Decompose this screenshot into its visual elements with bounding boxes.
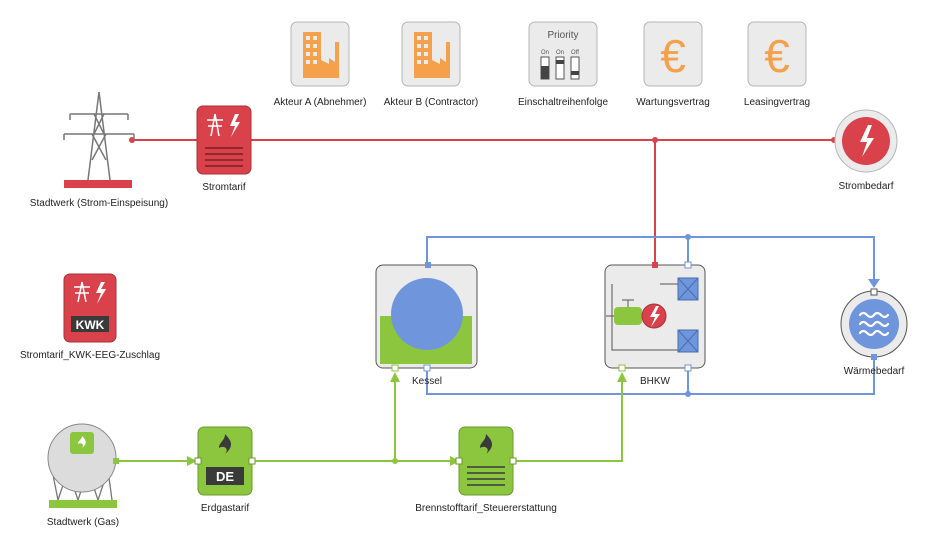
- electric-demand-icon[interactable]: [834, 109, 898, 173]
- bhkw-label: BHKW: [640, 376, 670, 387]
- leasing-euro-icon[interactable]: €: [747, 21, 807, 87]
- priority-label: Einschaltreihenfolge: [517, 97, 609, 108]
- heat-arrow: [868, 279, 880, 288]
- maintenance-euro-icon[interactable]: €: [643, 21, 703, 87]
- kwk-label: Stromtarif_KWK-EEG-Zuschlag: [19, 350, 161, 361]
- erdgastarif-label: Erdgastarif: [200, 503, 250, 514]
- heat-junctions: [685, 234, 691, 397]
- switch-3-label: Off: [571, 50, 579, 56]
- gas-lines: [118, 380, 623, 462]
- chp-icon[interactable]: [604, 261, 706, 372]
- svg-text:€: €: [660, 30, 686, 82]
- stromtarif-label: Stromtarif: [202, 182, 246, 193]
- fuel-tariff-icon[interactable]: [455, 426, 517, 496]
- brennstoff-label: Brennstofftarif_Steuererstattung: [415, 503, 557, 514]
- actor-a-icon[interactable]: [290, 21, 350, 87]
- switch-1-label: On: [541, 50, 549, 56]
- heat-demand-icon[interactable]: [840, 288, 908, 360]
- maintenance-label: Wartungsvertrag: [636, 97, 710, 108]
- gas-tariff-icon[interactable]: DE: [194, 426, 256, 496]
- actor-b-icon[interactable]: [401, 21, 461, 87]
- kessel-label: Kessel: [411, 376, 443, 387]
- kwk-tariff-icon[interactable]: KWK: [63, 273, 117, 343]
- strombedarf-label: Strombedarf: [838, 181, 894, 192]
- power-pylon-icon[interactable]: [63, 91, 135, 188]
- priority-switch-icon[interactable]: Priority On On Off: [528, 21, 598, 87]
- grid-label: Stadtwerk (Strom-Einspeisung): [29, 198, 169, 209]
- switch-2-label: On: [556, 50, 564, 56]
- de-badge: DE: [216, 469, 234, 484]
- actor-a-label: Akteur A (Abnehmer): [273, 97, 367, 108]
- actor-b-label: Akteur B (Contractor): [383, 97, 479, 108]
- waermebedarf-label: Wärmebedarf: [843, 366, 905, 377]
- leasing-label: Leasingvertrag: [743, 97, 811, 108]
- kwk-badge: KWK: [76, 318, 105, 332]
- gas-tank-icon[interactable]: [47, 423, 119, 508]
- boiler-icon[interactable]: [375, 262, 478, 372]
- gas-label: Stadtwerk (Gas): [46, 517, 120, 528]
- electric-tariff-icon[interactable]: [196, 105, 252, 175]
- priority-title: Priority: [547, 30, 578, 41]
- svg-text:€: €: [764, 30, 790, 82]
- gas-junctions: [187, 372, 627, 466]
